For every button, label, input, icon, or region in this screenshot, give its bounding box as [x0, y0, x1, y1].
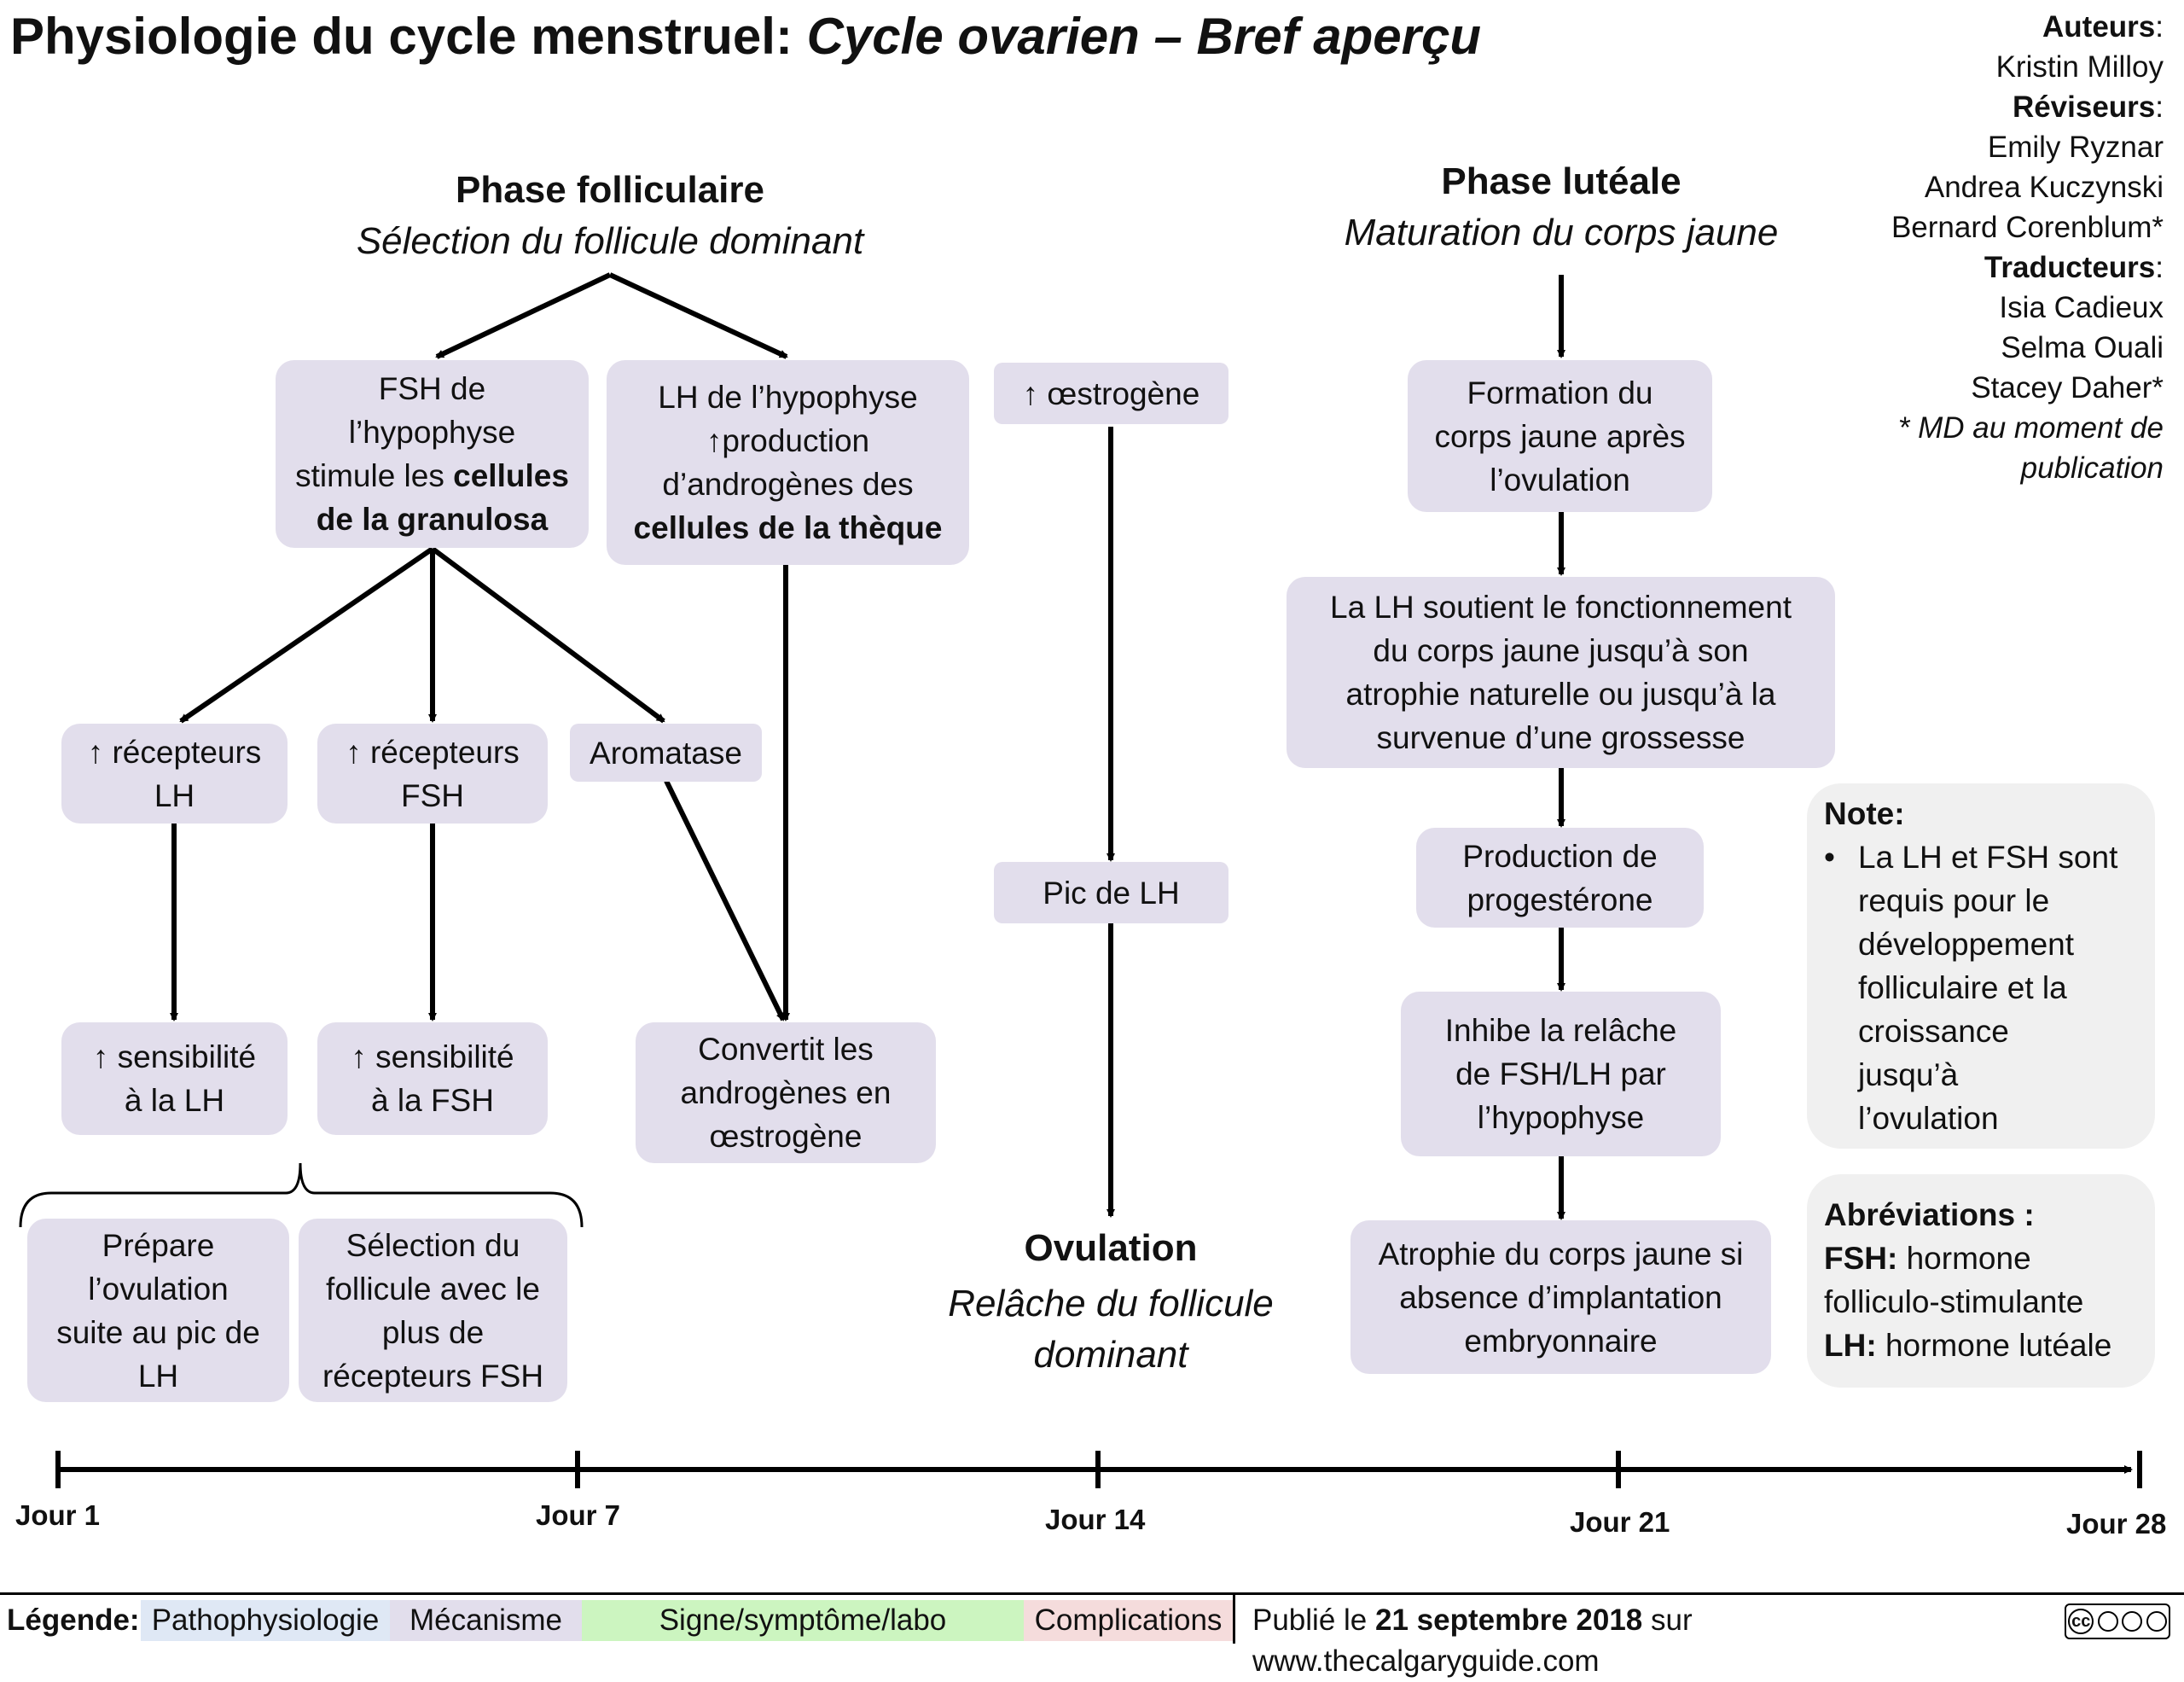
- luteal-phase-title: Phase lutéale: [1441, 160, 1682, 202]
- abbreviations-panel: Abréviations : FSH: hormone folliculo-st…: [1807, 1174, 2155, 1388]
- legend-bar: Légende: Pathophysiologie Mécanisme Sign…: [0, 1592, 2184, 1678]
- day-label: Jour 21: [1570, 1506, 1670, 1538]
- cc-by-nc-sa-icon: cc: [2065, 1603, 2170, 1639]
- legend-mechanism: Mécanisme: [390, 1600, 582, 1641]
- legend-pathophysiology: Pathophysiologie: [141, 1600, 390, 1641]
- bullet-icon: •: [1824, 840, 1835, 875]
- arrow: [431, 546, 665, 724]
- legend-divider: [1233, 1595, 1235, 1644]
- follicular-phase-title: Phase folliculaire: [456, 169, 764, 211]
- luteal-phase-subtitle: Maturation du corps jaune: [1344, 212, 1779, 253]
- arrow: [664, 779, 786, 1021]
- day-label: Jour 14: [1045, 1504, 1146, 1535]
- aromatase-box: Aromatase: [570, 724, 762, 782]
- day-label: Jour 28: [2066, 1508, 2167, 1539]
- arrow: [608, 272, 788, 359]
- day-label: Jour 1: [15, 1499, 101, 1531]
- ovulation-title: Ovulation: [1024, 1227, 1198, 1269]
- publication-info: Publié le 21 septembre 2018 sur www.thec…: [1252, 1603, 1693, 1678]
- lh-surge-box: Pic de LH: [994, 862, 1228, 923]
- follicular-phase-subtitle: Sélection du follicule dominant: [356, 220, 864, 262]
- legend-sign-symptom: Signe/symptôme/labo: [582, 1600, 1024, 1641]
- legend-complications: Complications: [1024, 1600, 1233, 1641]
- diagram-connectors: [19, 272, 2142, 1488]
- day-label: Jour 7: [536, 1499, 621, 1531]
- page-title: Physiologie du cycle menstruel: Cycle ov…: [10, 8, 1481, 65]
- arrow: [179, 546, 434, 724]
- credits: Auteurs: Kristin Milloy Réviseurs: Emily…: [1891, 10, 2164, 485]
- oestrogene-box: ↑ œstrogène: [994, 363, 1228, 424]
- legend-label: Légende:: [7, 1603, 140, 1637]
- brace: [19, 1162, 584, 1228]
- arrow: [435, 272, 612, 359]
